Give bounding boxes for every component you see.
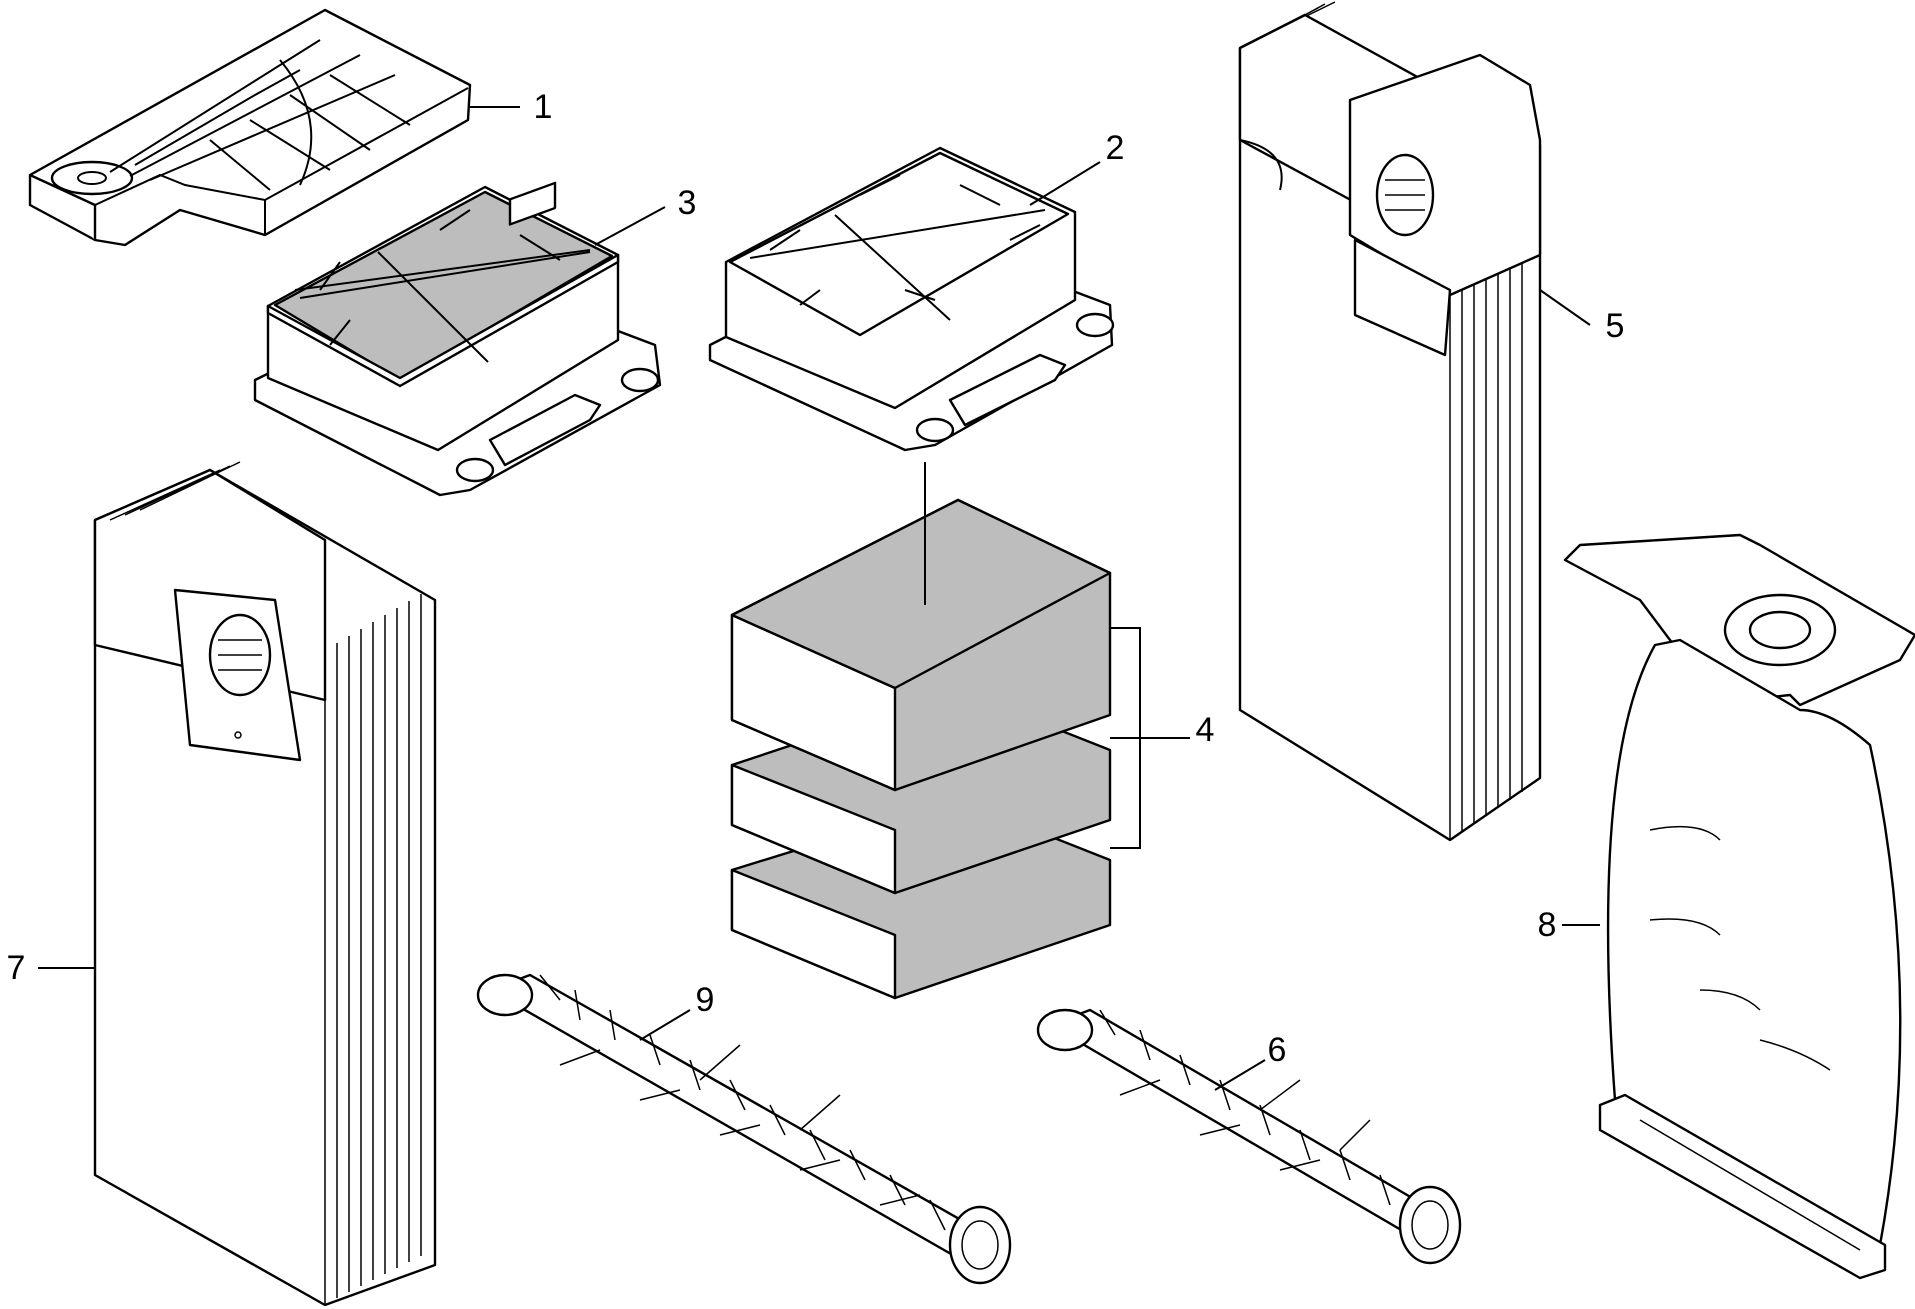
part-2-filter-cassette	[708, 146, 1115, 452]
part-7-paper-bags	[93, 461, 437, 1307]
callout-9: 9	[695, 981, 715, 1019]
callout-8: 8	[1537, 906, 1557, 944]
leader-4	[1110, 627, 1190, 849]
part-6-roller-brush	[1036, 1008, 1462, 1265]
leader-2	[1029, 161, 1101, 206]
leader-6	[1214, 1059, 1266, 1091]
part-4-foam-filters	[730, 498, 1112, 1000]
leader-9	[639, 1009, 691, 1041]
leader-lines	[38, 106, 1600, 1091]
callout-2: 2	[1105, 129, 1125, 167]
part-1-base-plate	[28, 8, 472, 247]
part-8-fleece-bag	[1563, 533, 1915, 1280]
callout-6: 6	[1267, 1031, 1287, 1069]
callout-3: 3	[677, 184, 697, 222]
callout-7: 7	[6, 949, 26, 987]
part-9-roller-brush	[476, 973, 1012, 1285]
part-3-filter-cassette	[253, 181, 662, 497]
callout-1: 1	[533, 88, 553, 126]
part-5-paper-bags	[1238, 1, 1542, 842]
callout-5: 5	[1605, 307, 1625, 345]
callout-4: 4	[1195, 711, 1215, 749]
leader-5	[1539, 289, 1591, 326]
leader-3	[594, 206, 666, 246]
